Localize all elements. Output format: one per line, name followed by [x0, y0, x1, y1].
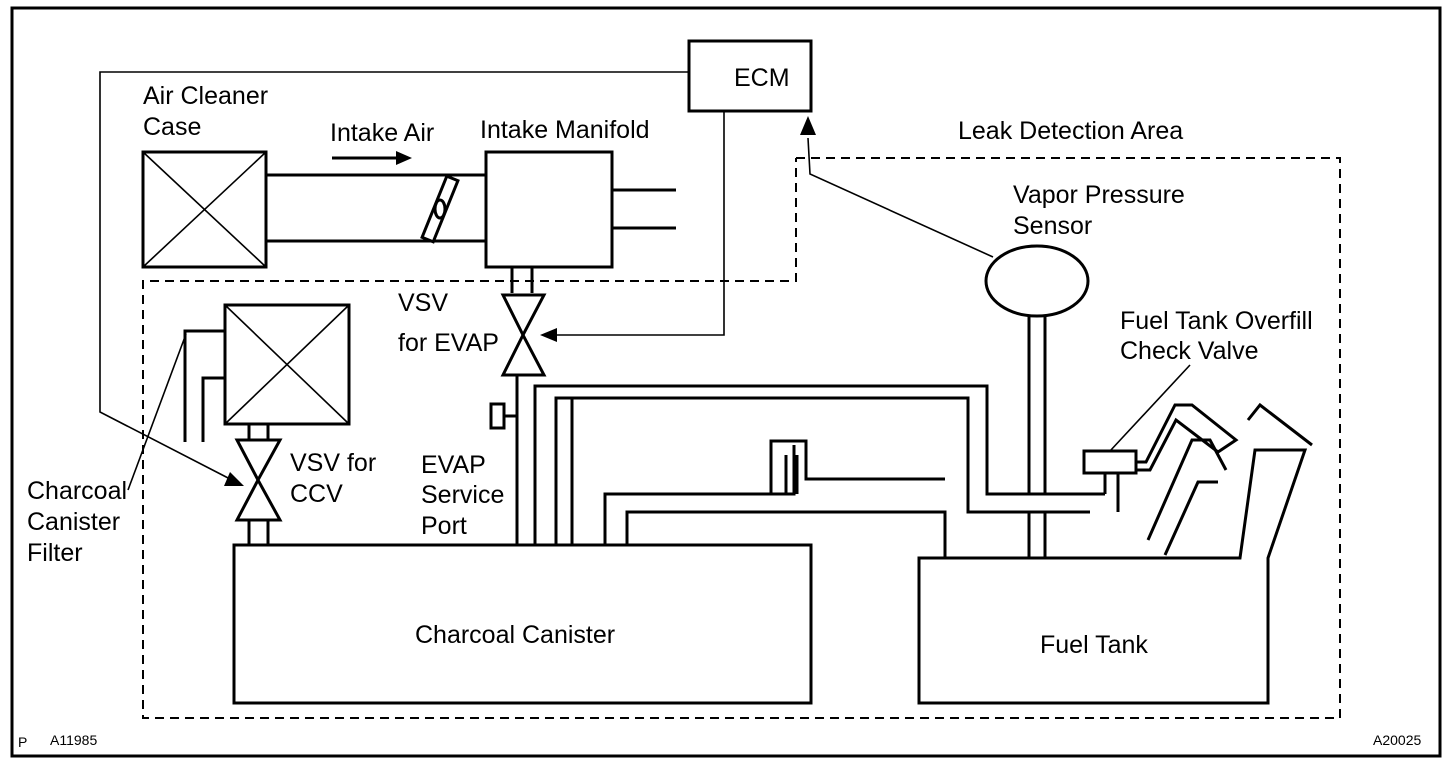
air-cleaner-case [141, 150, 268, 269]
ecm-signal-arrow-evap [540, 328, 557, 342]
air-cleaner-label-line2: Case [143, 113, 201, 141]
overfill-valve-label-line2: Check Valve [1120, 337, 1259, 365]
service-port-label-line1: EVAP [421, 451, 486, 479]
vapor-pressure-sensor-label-line1: Vapor Pressure [1013, 181, 1185, 209]
fuel-tank [917, 448, 1308, 705]
leak-detection-area-label: Leak Detection Area [958, 117, 1183, 145]
vsv-ccv-label-line1: VSV for [290, 449, 376, 477]
intake-manifold [484, 150, 614, 269]
vapor-sensor-signal-arrow [800, 116, 816, 135]
overfill-check-valve [1082, 449, 1138, 475]
charcoal-canister-filter [223, 303, 351, 426]
vsv-evap-valve [500, 293, 547, 377]
vsv-ccv-valve [234, 438, 283, 522]
outer-frame [10, 6, 1442, 758]
footer-code-left: A11985 [50, 732, 97, 748]
vsv-ccv-label-line2: CCV [290, 480, 343, 508]
fuel-tank-label: Fuel Tank [1040, 631, 1148, 659]
canister-filter-label-line3: Filter [27, 539, 83, 567]
evap-service-port [489, 402, 506, 430]
vapor-pressure-sensor [984, 244, 1090, 318]
canister-filter-label-line2: Canister [27, 508, 120, 536]
footer-code-right: A20025 [1373, 732, 1421, 748]
leak-detection-boundary [142, 157, 1341, 719]
vsv-evap-label-line1: VSV [398, 289, 448, 317]
ecm-label: ECM [734, 64, 790, 92]
canister-filter-label-line1: Charcoal [27, 477, 127, 505]
ecm-box [687, 39, 813, 113]
overfill-valve-label-line1: Fuel Tank Overfill [1120, 307, 1313, 335]
intake-air-arrow [332, 151, 412, 165]
intake-air-label: Intake Air [330, 119, 434, 147]
throttle-valve [420, 174, 460, 244]
ecm-signal-arrow-ccv [224, 472, 244, 486]
footer-mark: P [18, 734, 27, 750]
vsv-evap-label-line2: for EVAP [398, 329, 499, 357]
air-cleaner-label-line1: Air Cleaner [143, 82, 268, 110]
charcoal-canister-label: Charcoal Canister [415, 621, 615, 649]
intake-manifold-label: Intake Manifold [480, 116, 650, 144]
service-port-label-line2: Service [421, 481, 504, 509]
service-port-label-line3: Port [421, 512, 467, 540]
vapor-pressure-sensor-label-line2: Sensor [1013, 212, 1092, 240]
